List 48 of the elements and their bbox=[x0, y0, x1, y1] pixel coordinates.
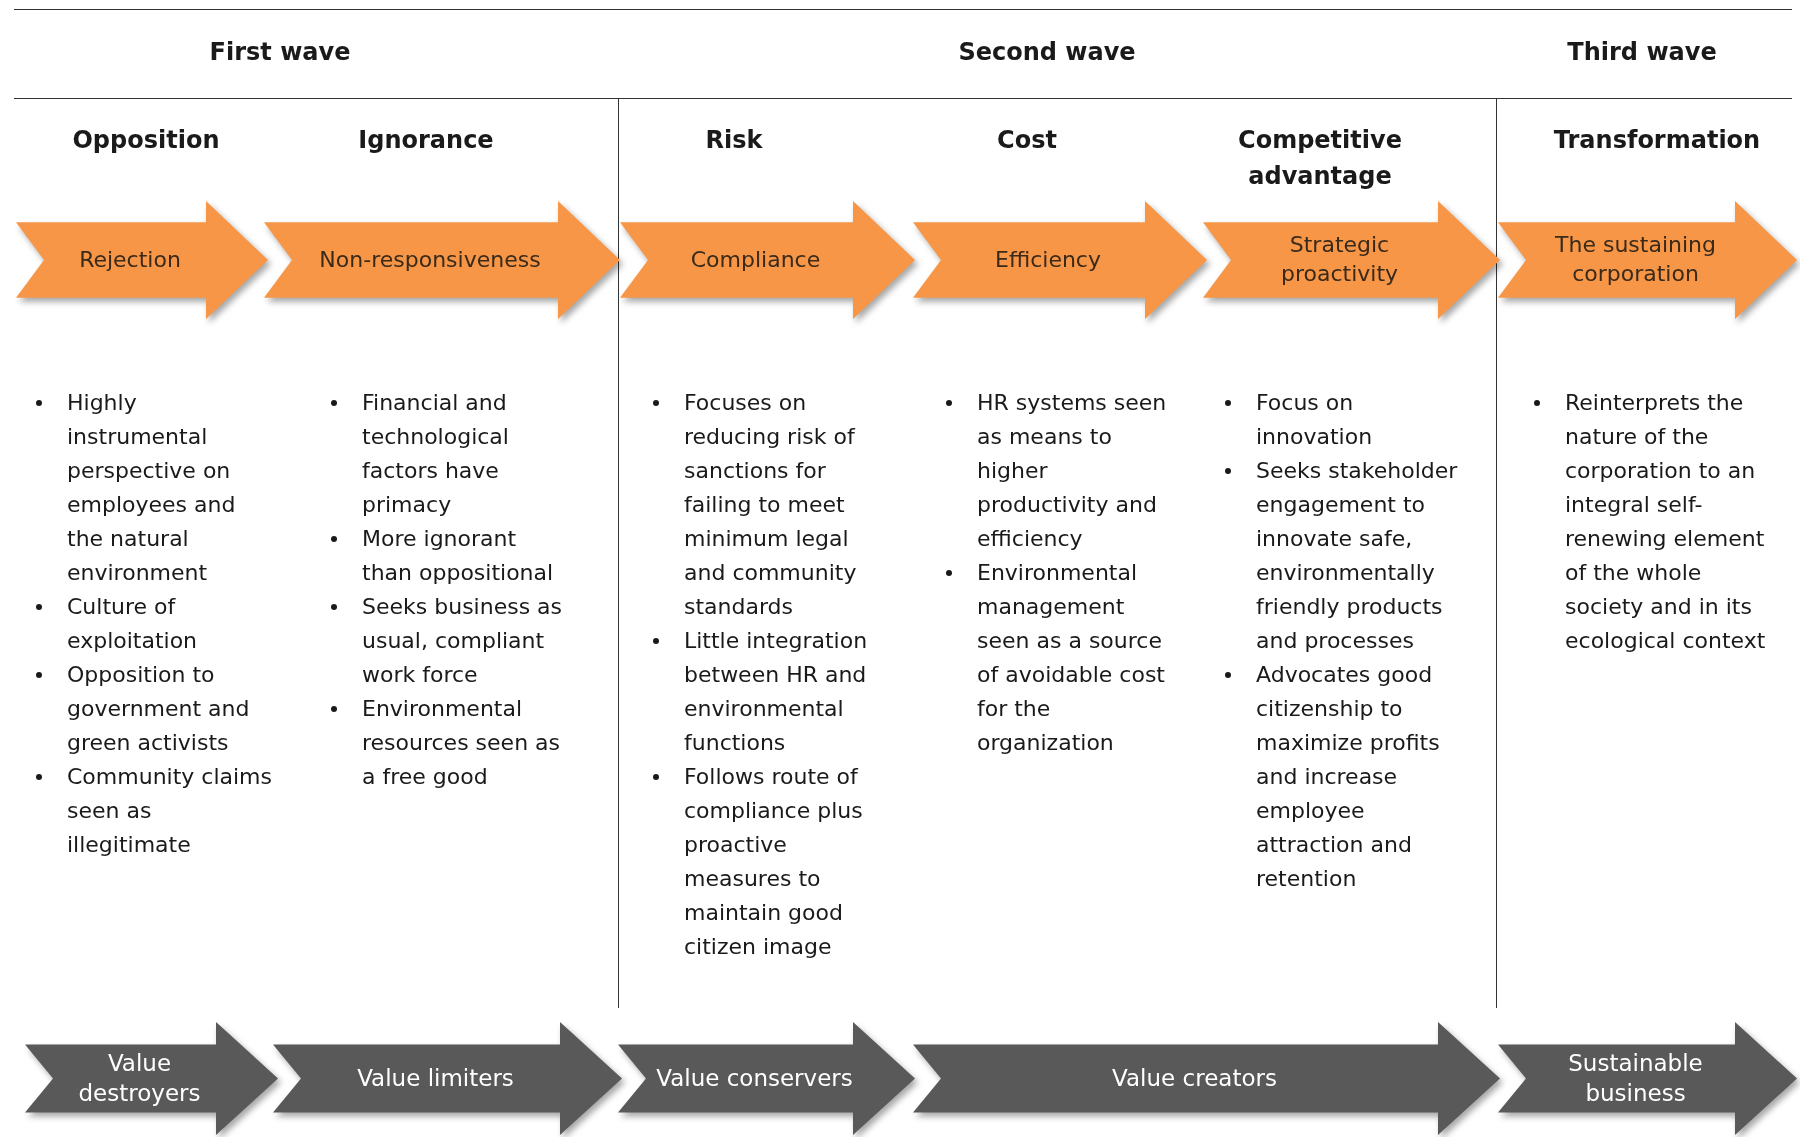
bullet-text: Highly instrumental perspective on employees and the natural environment bbox=[67, 390, 236, 585]
bullet-text: HR systems seen as means to higher productivity and efficiency bbox=[977, 390, 1167, 551]
wave-heading: First wave bbox=[209, 38, 351, 66]
stage-banner bbox=[913, 1022, 1500, 1135]
stage-heading: Competitive advantage bbox=[1237, 125, 1403, 192]
stage-banner bbox=[273, 1022, 622, 1135]
wave-heading: Third wave bbox=[1567, 38, 1717, 66]
stage-banner bbox=[16, 201, 268, 319]
arrow-label: Efficiency bbox=[995, 245, 1101, 274]
bullet-text: Advocates good citizenship to maximize profits and increase employee attraction and retention bbox=[1256, 662, 1440, 891]
bullet-text: More ignorant than oppositional bbox=[362, 526, 554, 585]
wave-heading: Second wave bbox=[958, 38, 1136, 66]
stage-heading: Risk bbox=[704, 125, 764, 156]
bullet-text: Financial and technological factors have primacy bbox=[362, 390, 509, 517]
bullet-text: Opposition to government and green activists bbox=[67, 662, 250, 755]
stage-banner bbox=[264, 201, 620, 319]
arrow-label: Value destroyers bbox=[77, 1048, 202, 1108]
stage-banner bbox=[1203, 201, 1500, 319]
bullet-text: Focus on innovation bbox=[1256, 390, 1373, 449]
arrow-label: Non-responsiveness bbox=[319, 245, 541, 274]
bullet-text: Little integration between HR and environmental functions bbox=[684, 628, 868, 755]
stage-banner bbox=[620, 201, 915, 319]
stage-banner bbox=[1498, 1022, 1797, 1135]
arrow-label: The sustaining corporation bbox=[1554, 231, 1717, 288]
arrow-label: Value limiters bbox=[357, 1063, 514, 1093]
arrow-label: Value conservers bbox=[656, 1063, 853, 1093]
bullet-text: Follows route of compliance plus proactive measures to maintain good citizen image bbox=[684, 764, 863, 959]
arrow-label: Compliance bbox=[690, 245, 821, 274]
stage-heading: Transformation bbox=[1552, 125, 1762, 156]
arrow-label: Strategic proactivity bbox=[1279, 231, 1400, 288]
arrow-label: Value creators bbox=[1112, 1063, 1277, 1093]
arrow-label: Rejection bbox=[79, 245, 181, 274]
bullet-text: Reinterprets the nature of the corporation to an integral self-renewing element of the whole society and in its ecological context bbox=[1565, 390, 1766, 653]
bullet-text: Focuses on reducing risk of sanctions for failing to meet minimum legal and community standards bbox=[684, 390, 857, 619]
stage-banner bbox=[618, 1022, 915, 1135]
arrow-label: Sustainable business bbox=[1567, 1048, 1704, 1108]
bullet-text: Community claims seen as illegitimate bbox=[67, 764, 272, 857]
bullet-text: Culture of exploitation bbox=[67, 594, 198, 653]
stage-heading: Ignorance bbox=[357, 125, 495, 156]
bullet-text: Seeks stakeholder engagement to innovate safe, environmentally friendly products and processes bbox=[1256, 458, 1458, 653]
bullet-text: Seeks business as usual, compliant work force bbox=[362, 594, 563, 687]
bullet-text: Environmental resources seen as a free good bbox=[362, 696, 561, 789]
stage-banner bbox=[1498, 201, 1797, 319]
stage-heading: Opposition bbox=[71, 125, 221, 156]
stage-heading: Cost bbox=[996, 125, 1058, 156]
bullet-text: Environmental management seen as a source of avoidable cost for the organization bbox=[977, 560, 1165, 755]
stage-banner bbox=[25, 1022, 278, 1135]
stage-banner bbox=[913, 201, 1207, 319]
